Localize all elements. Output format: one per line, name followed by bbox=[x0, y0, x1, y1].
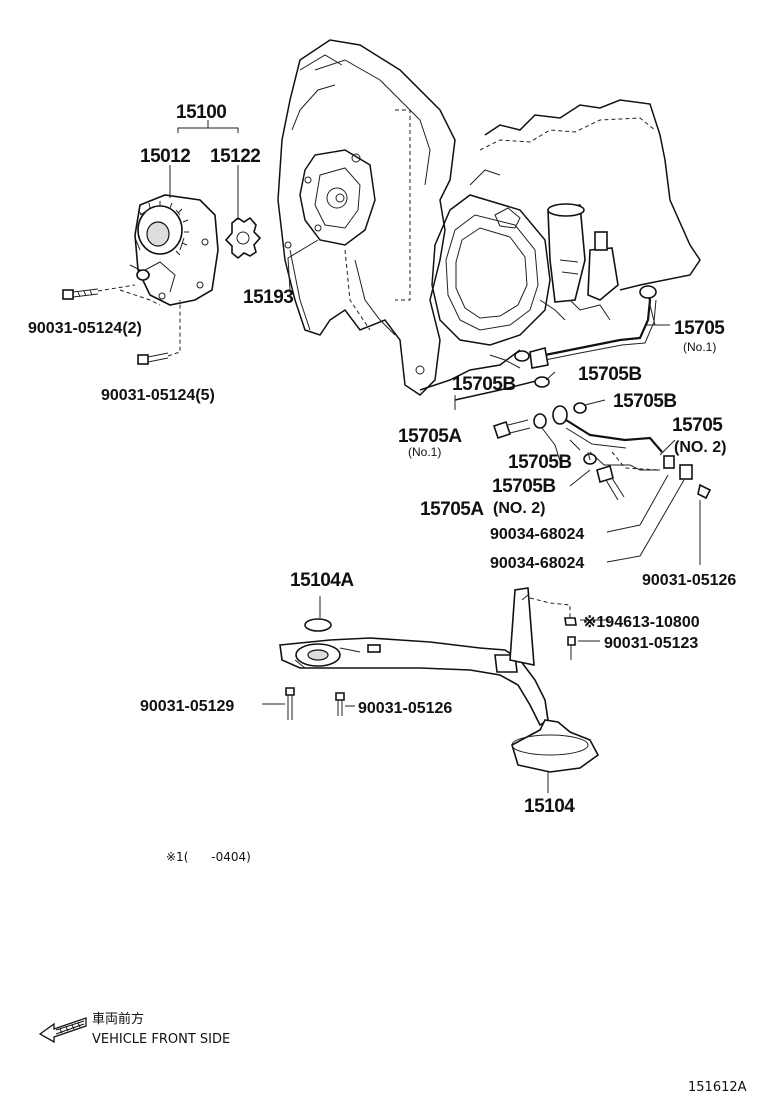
label-15705b-4: 15705B bbox=[508, 452, 572, 473]
label-15705-no1: 15705 bbox=[674, 318, 725, 339]
label-90031-05126-1: 90031-05126 bbox=[642, 572, 736, 589]
direction-label-jp: 車両前方 bbox=[92, 1011, 144, 1027]
label-15705a-no2: 15705A bbox=[420, 499, 484, 520]
label-15104: 15104 bbox=[524, 796, 575, 817]
label-15705b-2: 15705B bbox=[578, 364, 642, 385]
label-15104a: 15104A bbox=[290, 570, 354, 591]
label-15705-no2-sub: (NO. 2) bbox=[674, 439, 726, 456]
label-90031-05124-qty5: 90031-05124(5) bbox=[101, 387, 215, 404]
label-90031-05123: 90031-05123 bbox=[604, 635, 698, 652]
oil-strainer-illustration bbox=[279, 587, 600, 773]
engine-block-illustration bbox=[419, 99, 701, 410]
label-90034-68024-1: 90034-68024 bbox=[490, 526, 584, 543]
label-94613-10800: ※194613-10800 bbox=[583, 614, 700, 631]
direction-label-en: VEHICLE FRONT SIDE bbox=[92, 1032, 230, 1047]
label-15705a-no1-sub: (No.1) bbox=[408, 445, 441, 459]
label-90031-05129: 90031-05129 bbox=[140, 698, 234, 715]
label-15705a-no1: 15705A bbox=[398, 426, 462, 447]
label-15705b-1: 15705B bbox=[452, 374, 516, 395]
label-15012: 15012 bbox=[140, 146, 190, 167]
strainer-fasteners-illustration bbox=[285, 617, 577, 720]
label-90031-05126-2: 90031-05126 bbox=[358, 700, 452, 717]
footnote: ※1( -0404) bbox=[166, 850, 251, 864]
label-15705b-5: 15705B bbox=[492, 476, 556, 497]
oil-pump-assembly-illustration bbox=[129, 194, 262, 306]
front-arrow-icon bbox=[38, 1017, 87, 1044]
label-15122: 15122 bbox=[210, 146, 260, 167]
label-15705-no1-sub: (No.1) bbox=[683, 340, 716, 354]
oil-pump-bolts-illustration bbox=[62, 284, 181, 365]
label-90034-68024-2: 90034-68024 bbox=[490, 555, 584, 572]
label-15100: 15100 bbox=[176, 102, 226, 123]
label-15705b-3: 15705B bbox=[613, 391, 677, 412]
label-90031-05124-qty2: 90031-05124(2) bbox=[28, 320, 142, 337]
part-labels: 15100 15012 15122 15193 90031-05124(2) 9… bbox=[28, 102, 736, 817]
figure-id: 151612A bbox=[688, 1080, 747, 1095]
label-15193: 15193 bbox=[243, 287, 293, 308]
label-15705-no2: 15705 bbox=[672, 415, 723, 436]
vehicle-front-indicator: 車両前方 VEHICLE FRONT SIDE bbox=[38, 1011, 230, 1047]
label-15705a-no2-sub: (NO. 2) bbox=[493, 500, 545, 517]
oil-pipe-no2-illustration bbox=[492, 402, 712, 501]
timing-cover-illustration bbox=[277, 39, 456, 396]
leader-lines bbox=[169, 120, 701, 793]
oil-pipe-no1-illustration bbox=[514, 285, 657, 388]
